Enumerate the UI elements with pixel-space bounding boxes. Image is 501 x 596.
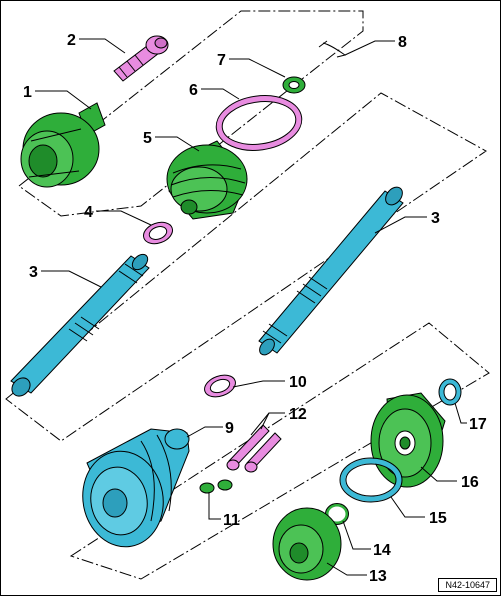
callout-12: 12: [289, 406, 307, 423]
leader-17: [454, 402, 467, 424]
small-clamp-inner: [204, 374, 236, 398]
leader-lines: [35, 38, 467, 576]
callout-16: 16: [461, 474, 479, 491]
callout-2: 2: [67, 32, 76, 49]
callout-labels: 1 2 3 3 4 5 6 7 8 9 10 11 12 13 14 15 16…: [23, 32, 487, 585]
splined-stub: [113, 35, 169, 82]
leader-13: [326, 562, 367, 576]
lock-plates: [199, 479, 233, 494]
callout-9: 9: [225, 420, 234, 437]
callout-13: 13: [369, 568, 387, 585]
outer-boot: [166, 140, 248, 220]
leader-11: [208, 493, 221, 520]
callout-7: 7: [217, 52, 226, 69]
callout-15: 15: [429, 510, 447, 527]
callout-6: 6: [189, 82, 198, 99]
circlip: [318, 40, 347, 58]
leader-15: [390, 496, 425, 518]
figure-reference: N42-10647: [438, 578, 497, 592]
leader-3a: [41, 270, 102, 288]
callout-5: 5: [143, 130, 152, 147]
callout-4: 4: [84, 204, 93, 221]
figure-reference-label: N42-10647: [445, 580, 490, 590]
callout-8: 8: [398, 34, 407, 51]
shaft-group-outline: [5, 92, 487, 442]
callout-14: 14: [373, 542, 391, 559]
callout-11: 11: [223, 512, 240, 529]
leader-12b: [250, 412, 270, 436]
outer-joint-group-outline: [18, 10, 364, 217]
leader-10: [232, 380, 285, 388]
large-clamp: [215, 95, 303, 151]
leader-1: [35, 90, 92, 110]
leader-4: [96, 210, 152, 226]
outer-cv-joint: [20, 102, 106, 188]
callout-10: 10: [289, 374, 307, 391]
leader-2: [79, 38, 126, 54]
leader-16: [420, 466, 457, 482]
callout-3b: 3: [431, 210, 440, 227]
leader-3b: [374, 216, 427, 234]
callout-17: 17: [469, 416, 487, 433]
inner-boot: [82, 428, 190, 548]
drive-shaft-left: [10, 253, 150, 397]
dished-washer: [438, 378, 462, 406]
bolts: [226, 424, 282, 473]
gasket: [339, 457, 403, 503]
callout-3a: 3: [29, 264, 38, 281]
leader-7: [229, 58, 286, 78]
leader-14: [342, 520, 371, 550]
cap: [272, 507, 342, 581]
leader-5: [155, 136, 200, 152]
leader-9: [186, 426, 223, 438]
callout-1: 1: [23, 84, 32, 101]
small-clamp-outer: [142, 221, 174, 245]
leader-8: [344, 40, 395, 56]
thrust-washer: [282, 76, 306, 94]
leader-6: [201, 88, 240, 100]
drive-shaft-right: [258, 186, 404, 356]
inner-joint-group-outline: [69, 322, 490, 580]
inner-cv-joint: [370, 392, 446, 488]
